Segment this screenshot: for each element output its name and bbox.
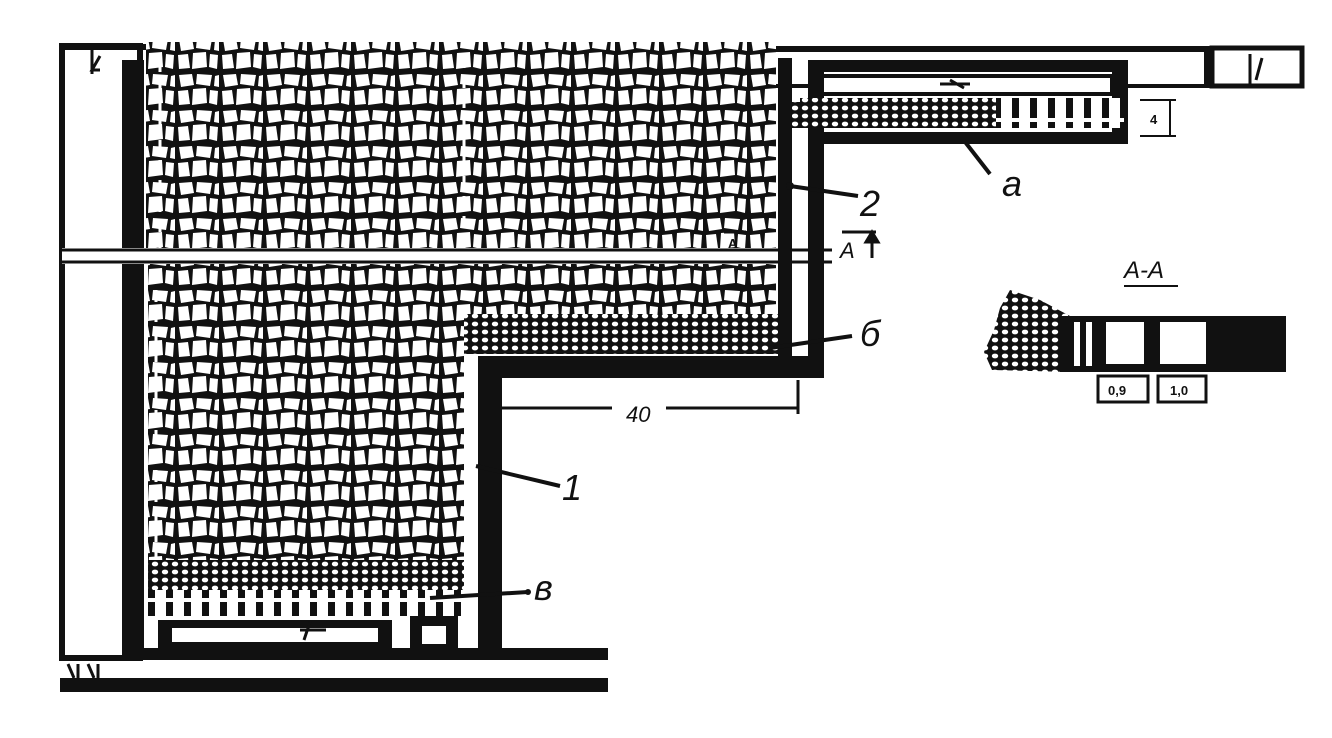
dimension-4: 4 <box>1150 112 1158 127</box>
horizontal-divider <box>62 248 832 264</box>
section-detail: А-А 0,9 1,0 <box>984 257 1286 404</box>
dashed-lines <box>154 56 466 560</box>
bottom-grate <box>144 590 464 654</box>
section-marker-label: А <box>838 238 855 263</box>
dimension-40: 40 <box>626 402 651 427</box>
end-marks <box>66 50 1264 679</box>
label-b: б <box>860 313 882 354</box>
section-title: А-А <box>1122 257 1164 284</box>
section-dim-right: 1,0 <box>1170 383 1188 398</box>
section-marker-arrow <box>724 229 881 258</box>
leader-dot-v <box>525 589 531 595</box>
dimension-40-line <box>498 380 800 414</box>
label-1: 1 <box>562 467 582 508</box>
section-marker-small: А <box>728 236 738 251</box>
label-2: 2 <box>859 183 880 224</box>
dimension-4-line <box>1140 99 1176 137</box>
label-v: в <box>534 567 553 608</box>
section-dim-left: 0,9 <box>1108 383 1126 398</box>
leader-lines <box>429 136 992 600</box>
label-a: а <box>1002 163 1022 204</box>
stone-fill <box>146 42 990 590</box>
leader-dot-2 <box>786 182 794 190</box>
